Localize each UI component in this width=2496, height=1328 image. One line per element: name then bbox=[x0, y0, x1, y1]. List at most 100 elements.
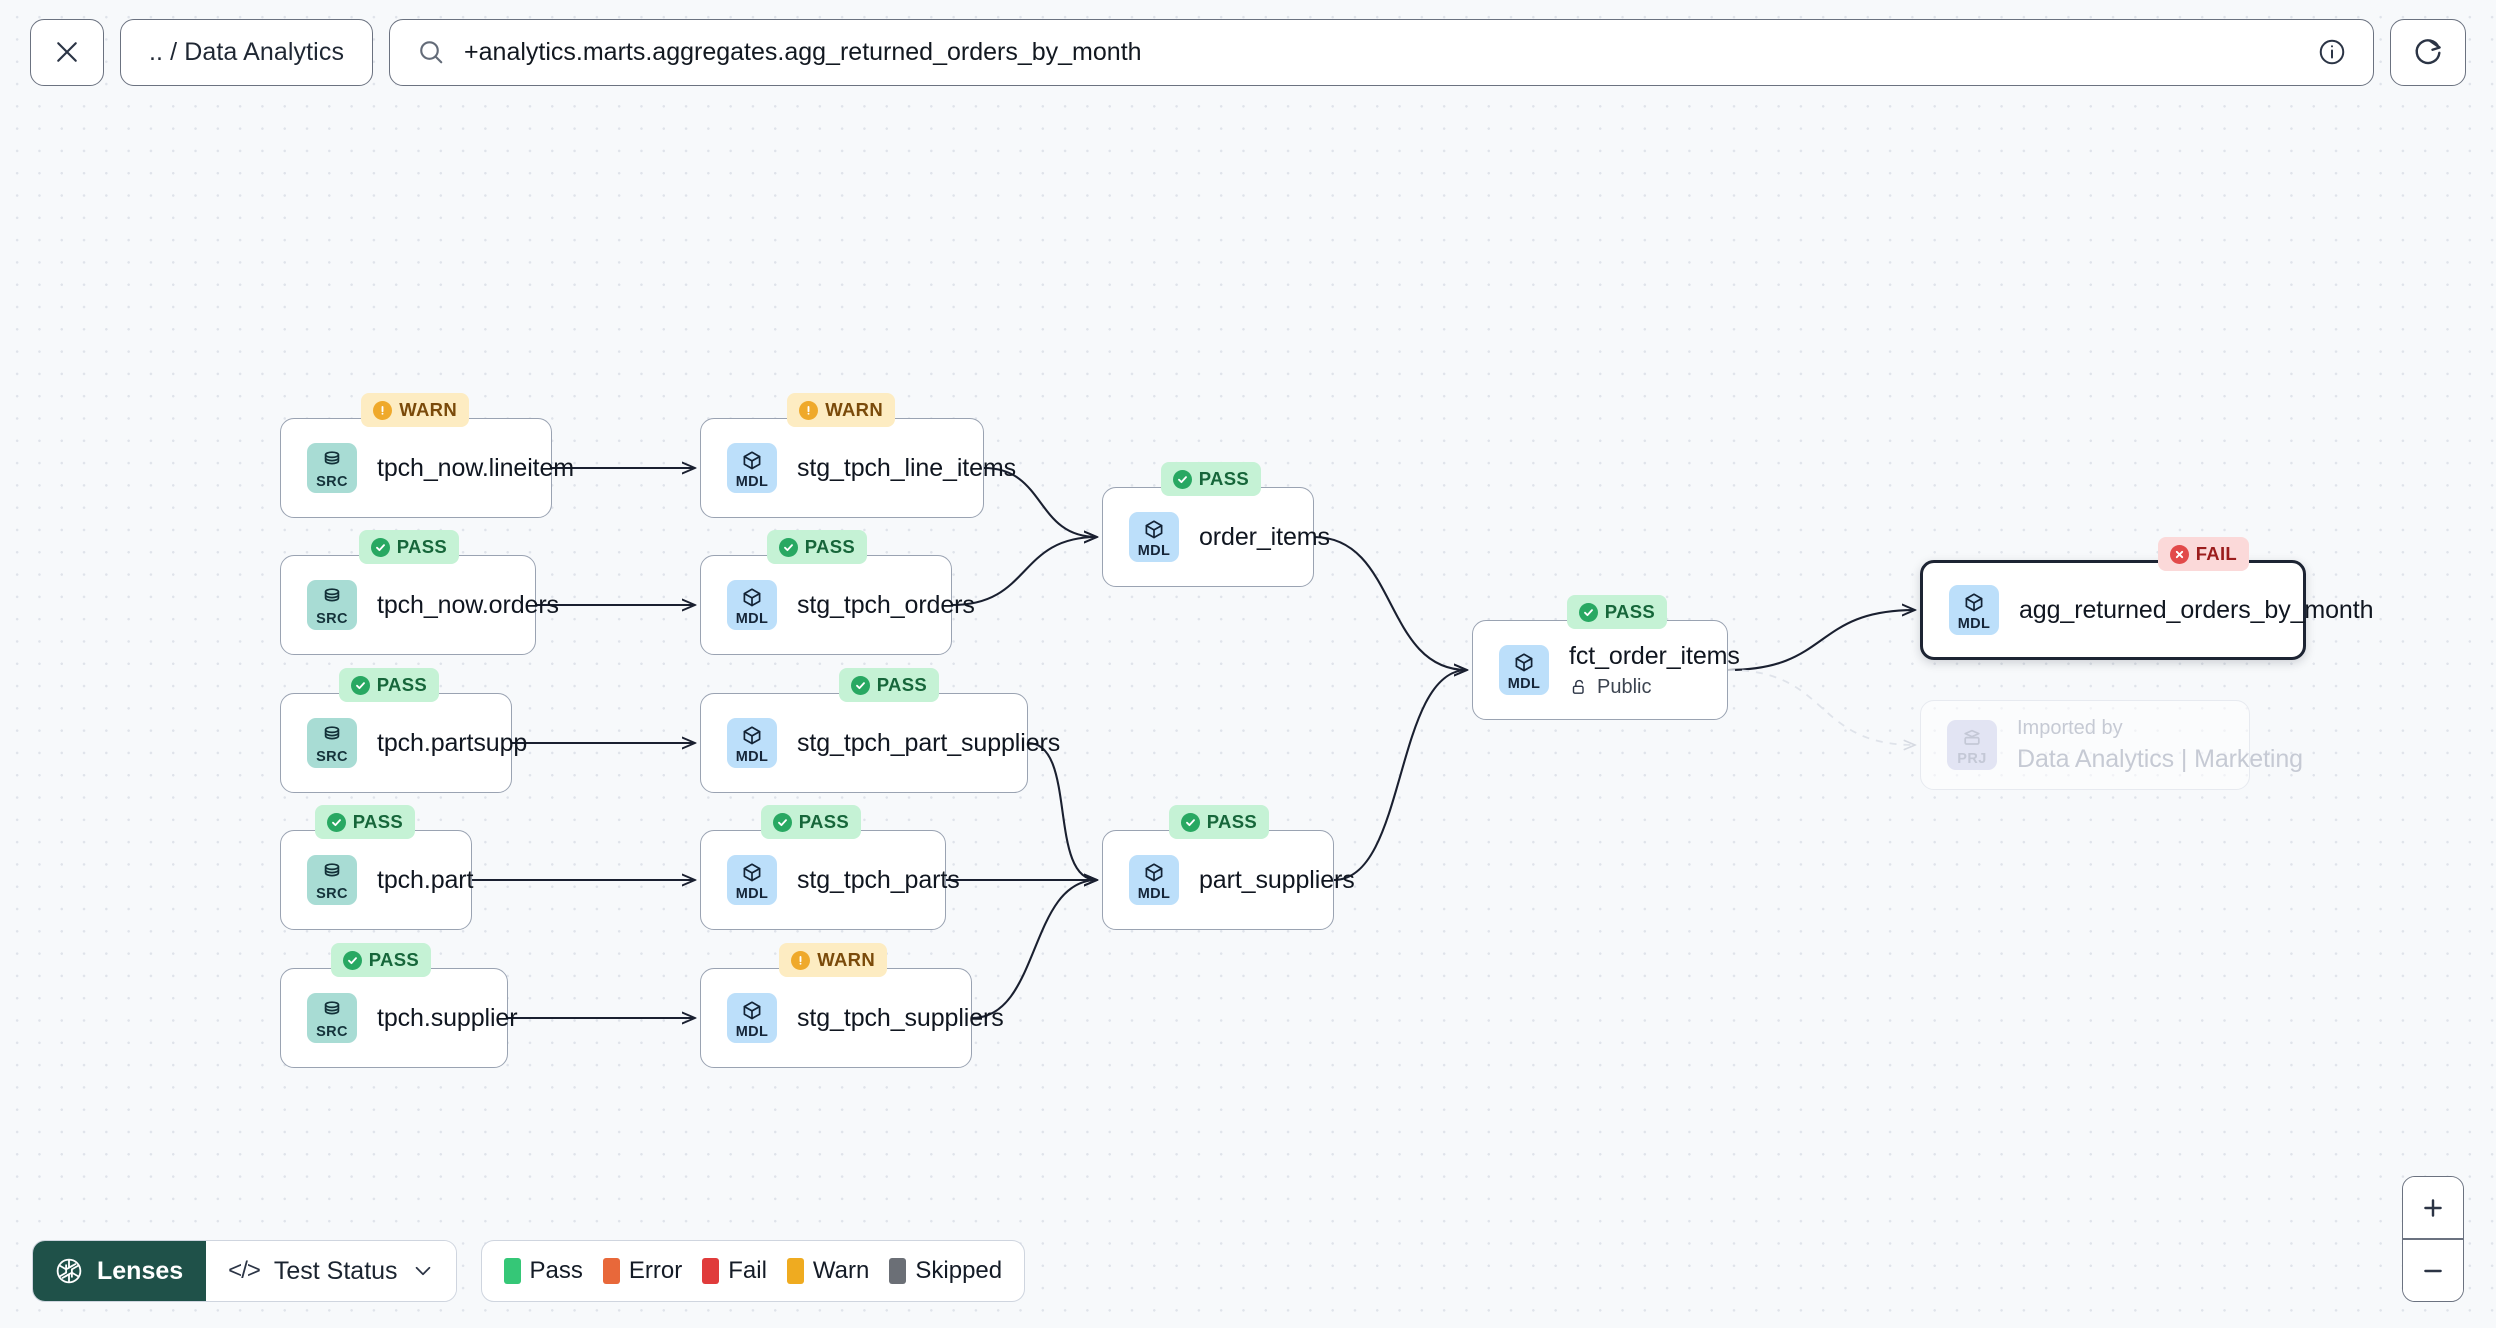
node-type-code: MDL bbox=[1137, 885, 1171, 902]
node-type-glyph bbox=[320, 999, 344, 1023]
zoom-divider bbox=[2403, 1238, 2463, 1240]
status-badge-pass[interactable]: PASS bbox=[1168, 805, 1269, 839]
search-icon bbox=[420, 41, 443, 64]
status-badge-warn[interactable]: WARN bbox=[361, 393, 469, 427]
close-button[interactable] bbox=[30, 18, 104, 86]
node-type-chip-mdl: MDL bbox=[727, 718, 777, 768]
node-type-glyph bbox=[1142, 861, 1166, 885]
node-type-chip-src: SRC bbox=[307, 443, 357, 493]
node-type-chip-src: SRC bbox=[307, 855, 357, 905]
close-icon bbox=[57, 42, 77, 62]
node-title: agg_returned_orders_by_month bbox=[2019, 595, 2374, 624]
bottom-toolbar: Lenses </> Test Status Pass Error Fail Warn… bbox=[32, 1240, 1026, 1302]
status-badge-pass[interactable]: PASS bbox=[1160, 462, 1261, 496]
legend-item-warn[interactable]: Warn bbox=[786, 1257, 869, 1285]
node-title: tpch_now.lineitem bbox=[377, 453, 575, 482]
edge-fct_order_items-to-agg_returned_orders_by_month bbox=[1727, 610, 1915, 672]
zoom-in-button[interactable] bbox=[2403, 1177, 2463, 1239]
node-body: agg_returned_orders_by_month bbox=[2019, 595, 2374, 625]
check-circle-icon bbox=[370, 537, 390, 557]
edge-part_suppliers-to-fct_order_items bbox=[1333, 670, 1467, 882]
node-body: stg_tpch_parts bbox=[797, 866, 960, 895]
status-badge-label: PASS bbox=[368, 949, 419, 970]
node-type-glyph bbox=[320, 724, 344, 748]
legend-item-pass[interactable]: Pass bbox=[503, 1257, 583, 1285]
edge-stg_tpch_part_suppliers-to-part_suppliers bbox=[1027, 741, 1097, 880]
legend-item-skipped[interactable]: Skipped bbox=[889, 1257, 1002, 1285]
status-badge-pass[interactable]: PASS bbox=[314, 805, 415, 839]
status-badge-pass[interactable]: PASS bbox=[760, 805, 861, 839]
node-type-chip-mdl: MDL bbox=[1499, 645, 1549, 695]
check-circle-icon bbox=[772, 812, 792, 832]
test-status-filter[interactable]: </> Test Status bbox=[206, 1241, 456, 1301]
lenses-button[interactable]: Lenses bbox=[33, 1241, 207, 1301]
status-badge-pass[interactable]: PASS bbox=[338, 668, 439, 702]
cube-icon bbox=[743, 588, 761, 607]
graph-node-stg_tpch_part_suppliers[interactable]: MDL stg_tpch_part_suppliers PASS bbox=[700, 668, 1061, 793]
node-type-glyph bbox=[320, 449, 344, 473]
cube-icon bbox=[743, 726, 761, 745]
status-badge-pass[interactable]: PASS bbox=[838, 668, 939, 702]
graph-node-tpch_now_lineitem[interactable]: SRC tpch_now.lineitem WARN bbox=[280, 393, 575, 518]
node-type-code: MDL bbox=[1137, 542, 1171, 559]
legend-label: Skipped bbox=[915, 1257, 1003, 1284]
search-input[interactable]: +analytics.marts.aggregates.agg_returned… bbox=[389, 18, 2374, 86]
node-type-code: MDL bbox=[1507, 675, 1541, 692]
graph-node-stg_tpch_orders[interactable]: MDL stg_tpch_orders PASS bbox=[700, 530, 975, 655]
cube-icon bbox=[743, 451, 761, 470]
node-type-glyph bbox=[740, 861, 764, 885]
cube-icon bbox=[743, 1001, 761, 1020]
status-badge-pass[interactable]: PASS bbox=[766, 530, 867, 564]
node-body: order_items bbox=[1199, 523, 1330, 552]
status-badge-pass[interactable]: PASS bbox=[358, 530, 459, 564]
status-badge-label: PASS bbox=[1206, 811, 1257, 832]
node-type-chip-mdl: MDL bbox=[1129, 512, 1179, 562]
zoom-out-button[interactable] bbox=[2403, 1240, 2463, 1301]
refresh-button[interactable] bbox=[2390, 18, 2466, 86]
node-type-glyph bbox=[1512, 651, 1536, 675]
node-type-chip-mdl: MDL bbox=[727, 580, 777, 630]
legend-label: Error bbox=[628, 1257, 683, 1284]
edge-stg_tpch_suppliers-to-part_suppliers bbox=[971, 880, 1097, 1020]
node-title: Data Analytics | Marketing bbox=[2017, 744, 2303, 773]
check-circle-icon bbox=[342, 950, 362, 970]
status-badge-pass[interactable]: PASS bbox=[1566, 595, 1667, 629]
status-badge-pass[interactable]: PASS bbox=[330, 943, 431, 977]
cube-icon bbox=[1145, 520, 1163, 539]
database-icon bbox=[324, 451, 340, 465]
node-type-glyph bbox=[320, 586, 344, 610]
node-type-glyph bbox=[740, 449, 764, 473]
status-badge-fail[interactable]: FAIL bbox=[2157, 537, 2249, 571]
info-button[interactable] bbox=[2317, 37, 2347, 67]
node-title: tpch.part bbox=[377, 865, 474, 894]
legend-label: Fail bbox=[728, 1257, 767, 1284]
project-icon bbox=[1964, 729, 1980, 745]
status-badge-warn[interactable]: WARN bbox=[787, 393, 895, 427]
plus-icon bbox=[2424, 1199, 2442, 1217]
node-type-glyph bbox=[1142, 518, 1166, 542]
node-title: stg_tpch_part_suppliers bbox=[797, 728, 1061, 757]
graph-node-order_items[interactable]: MDL order_items PASS bbox=[1102, 462, 1330, 587]
node-type-code: SRC bbox=[316, 610, 348, 627]
legend-item-fail[interactable]: Fail bbox=[702, 1257, 767, 1285]
database-icon bbox=[324, 588, 340, 602]
legend-item-error[interactable]: Error bbox=[602, 1257, 683, 1285]
node-type-chip-src: SRC bbox=[307, 993, 357, 1043]
status-badge-warn[interactable]: WARN bbox=[779, 943, 887, 977]
check-circle-icon bbox=[1180, 812, 1200, 832]
graph-node-tpch_part[interactable]: SRC tpch.part PASS bbox=[280, 805, 474, 930]
node-body: stg_tpch_orders bbox=[797, 591, 975, 620]
breadcrumb[interactable]: .. / Data Analytics bbox=[120, 18, 374, 86]
